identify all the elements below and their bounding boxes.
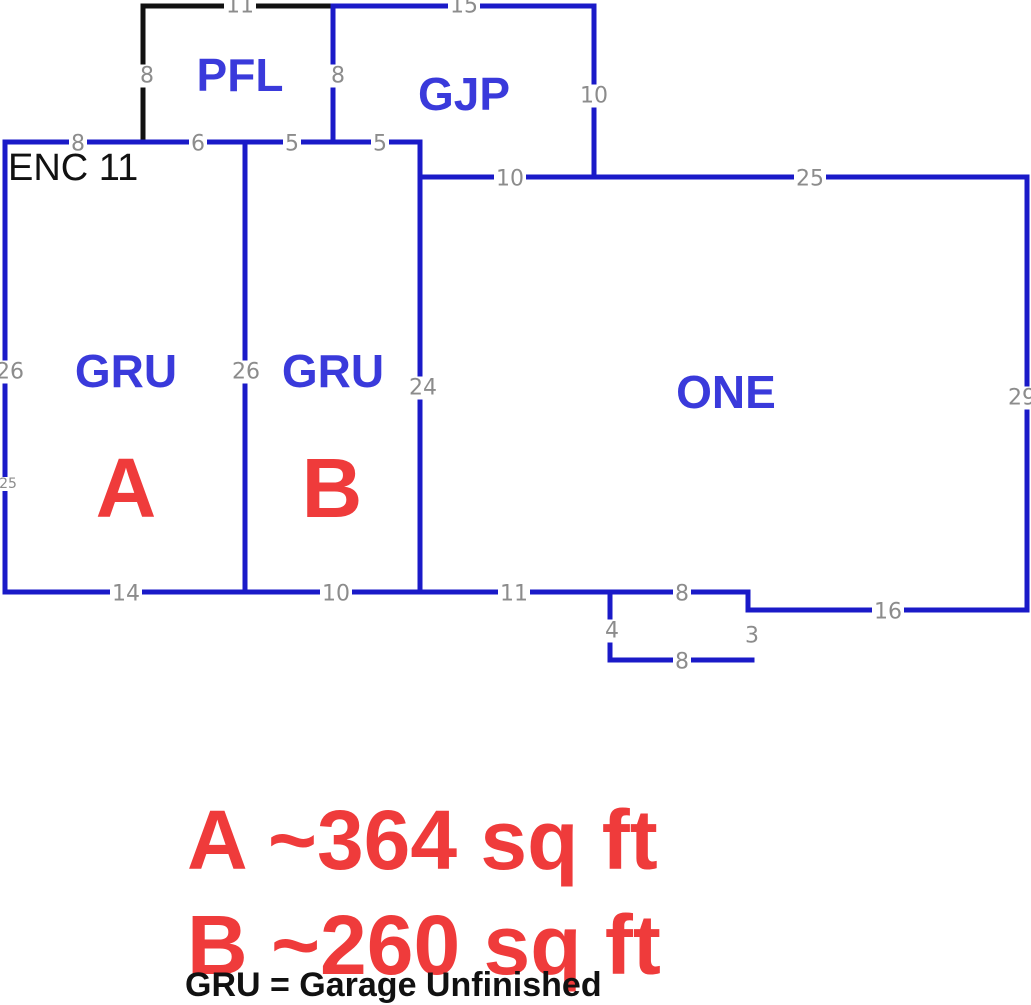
dimension-label-halo (743, 624, 761, 648)
area-b-text: B ~260 sq ft (187, 898, 661, 992)
dim-bottom-10: 10 (322, 582, 350, 607)
dim-bump-3: 3 (745, 624, 759, 649)
area-markers: A B (96, 441, 363, 535)
dimension-label-halo (0, 477, 19, 491)
room-label-one: ONE (676, 366, 776, 418)
dimension-label-halo (448, 0, 480, 18)
dimension-label-halo (407, 376, 439, 400)
dimension-label-halo (872, 600, 904, 624)
marker-b: B (302, 441, 363, 535)
dim-right-29: 29 (1008, 386, 1031, 411)
room-label-gjp: GJP (418, 68, 510, 120)
dim-gjp-right: 10 (580, 84, 608, 109)
marker-a: A (96, 441, 157, 535)
area-a-text: A ~364 sq ft (187, 793, 658, 887)
pfl-outline (140, 3, 333, 142)
dim-bottom-14: 14 (112, 582, 140, 607)
dim-top-5b: 5 (373, 132, 387, 157)
dimension-label-halo (189, 132, 207, 156)
dim-pfl-right: 8 (331, 64, 345, 89)
dimension-label-halo (673, 650, 691, 674)
room-labels: PFL GJP ENC 11 GRU GRU ONE (8, 49, 776, 418)
wall-lines (2, 3, 1030, 663)
dimension-label-halo (230, 360, 262, 384)
dim-bump-8-bottom: 8 (675, 650, 689, 675)
dimension-label-halo (1006, 386, 1031, 410)
dim-bottom-11: 11 (500, 582, 528, 607)
dim-bump-8-top: 8 (675, 582, 689, 607)
dimension-label-halo (0, 360, 26, 384)
room-label-gru-a: GRU (75, 345, 177, 397)
dim-enc-top: 8 (71, 132, 85, 157)
dimension-label-halo (673, 582, 691, 606)
dim-mid-26: 26 (232, 360, 260, 385)
legend-text: GRU = Garage Unfinished (185, 966, 602, 1004)
dimension-label-halo (578, 84, 610, 108)
dimension-label-halo (69, 132, 87, 156)
dimension-labels: 11 15 8 8 10 8 6 5 5 10 25 26 25 26 24 2… (0, 0, 1031, 675)
dimension-label-halo (494, 167, 526, 191)
area-summary: A ~364 sq ft B ~260 sq ft (187, 788, 847, 998)
dimension-label-halo (283, 132, 301, 156)
room-label-pfl: PFL (197, 49, 284, 101)
dim-top-6: 6 (191, 132, 205, 157)
dim-bump-4: 4 (605, 619, 619, 644)
dim-left-25: 25 (0, 476, 17, 492)
dimension-label-halo (224, 0, 256, 18)
dim-bottom-16: 16 (874, 600, 902, 625)
dimension-label-halo (110, 582, 142, 606)
dim-gjp-top: 15 (450, 0, 478, 19)
room-label-gru-b: GRU (282, 345, 384, 397)
dimension-label-halo (329, 64, 347, 88)
dimension-label-halo (371, 132, 389, 156)
dimension-label-halo (603, 619, 621, 643)
dim-mid-24: 24 (409, 376, 437, 401)
dimension-label-halo (794, 167, 826, 191)
dim-pfl-left: 8 (140, 64, 154, 89)
dimension-label-halo (498, 582, 530, 606)
dimension-label-halo (320, 582, 352, 606)
dim-pfl-top: 11 (226, 0, 254, 19)
dim-left-26: 26 (0, 360, 24, 385)
room-label-enc: ENC 11 (8, 147, 138, 189)
dim-one-top-10: 10 (496, 167, 524, 192)
dim-top-5a: 5 (285, 132, 299, 157)
dimension-label-halo (138, 64, 156, 88)
dim-one-top-25: 25 (796, 167, 824, 192)
